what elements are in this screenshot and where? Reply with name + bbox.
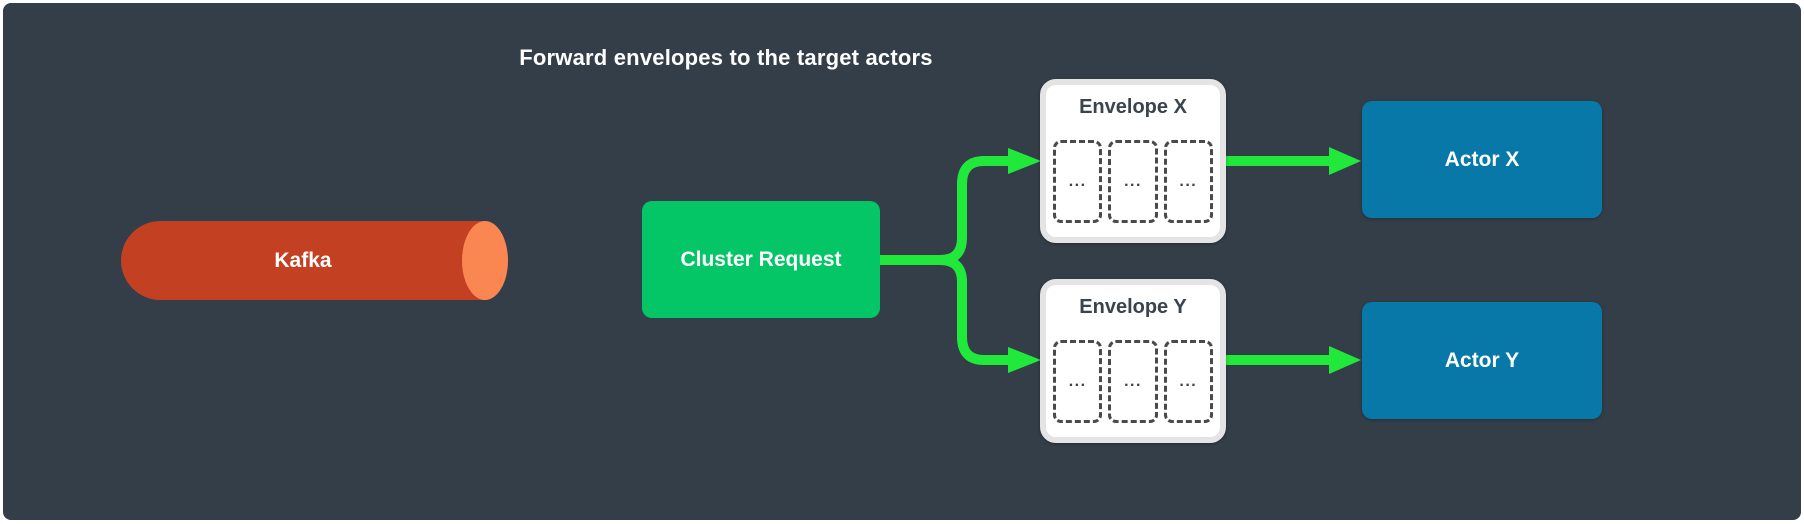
kafka-queue-cylinder: Kafka	[121, 221, 485, 300]
envelope-y-slots: ... ... ...	[1053, 340, 1213, 423]
slot-ellipsis: ...	[1179, 172, 1198, 190]
cluster-request-label: Cluster Request	[680, 247, 842, 271]
envelope-slot: ...	[1163, 340, 1213, 423]
actor-x-node: Actor X	[1362, 101, 1602, 218]
kafka-cylinder-cap	[462, 221, 508, 300]
arrowhead-into-actor-x	[1329, 147, 1361, 175]
slot-ellipsis: ...	[1124, 172, 1142, 190]
slot-ellipsis: ...	[1124, 372, 1142, 390]
slot-ellipsis: ...	[1068, 372, 1087, 390]
envelope-slot: ...	[1053, 140, 1103, 223]
envelope-slot: ...	[1053, 340, 1103, 423]
actor-x-label: Actor X	[1444, 147, 1520, 171]
slot-ellipsis: ...	[1068, 172, 1087, 190]
slot-ellipsis: ...	[1179, 372, 1198, 390]
diagram-title: Forward envelopes to the target actors	[519, 45, 933, 70]
envelope-x-slots: ... ... ...	[1053, 140, 1213, 223]
envelope-y-node: Envelope Y ... ... ...	[1040, 279, 1226, 443]
arrowhead-into-actor-y	[1329, 346, 1361, 374]
cluster-request-node: Cluster Request	[642, 201, 880, 318]
edge-cluster-to-envelope-y	[880, 255, 1010, 365]
envelope-slot: ...	[1163, 140, 1213, 223]
envelope-y-label: Envelope Y	[1079, 296, 1187, 318]
envelope-slot: ...	[1108, 140, 1158, 223]
actor-y-node: Actor Y	[1362, 302, 1602, 419]
arrowhead-into-envelope-x	[1008, 148, 1041, 174]
envelope-x-node: Envelope X ... ... ...	[1040, 79, 1226, 243]
kafka-label: Kafka	[274, 248, 332, 272]
edge-cluster-to-envelope-x	[880, 156, 1010, 265]
envelope-slot: ...	[1108, 340, 1158, 423]
arrowhead-into-envelope-y	[1008, 347, 1041, 373]
envelope-x-label: Envelope X	[1079, 96, 1187, 118]
actor-y-label: Actor Y	[1444, 348, 1520, 372]
